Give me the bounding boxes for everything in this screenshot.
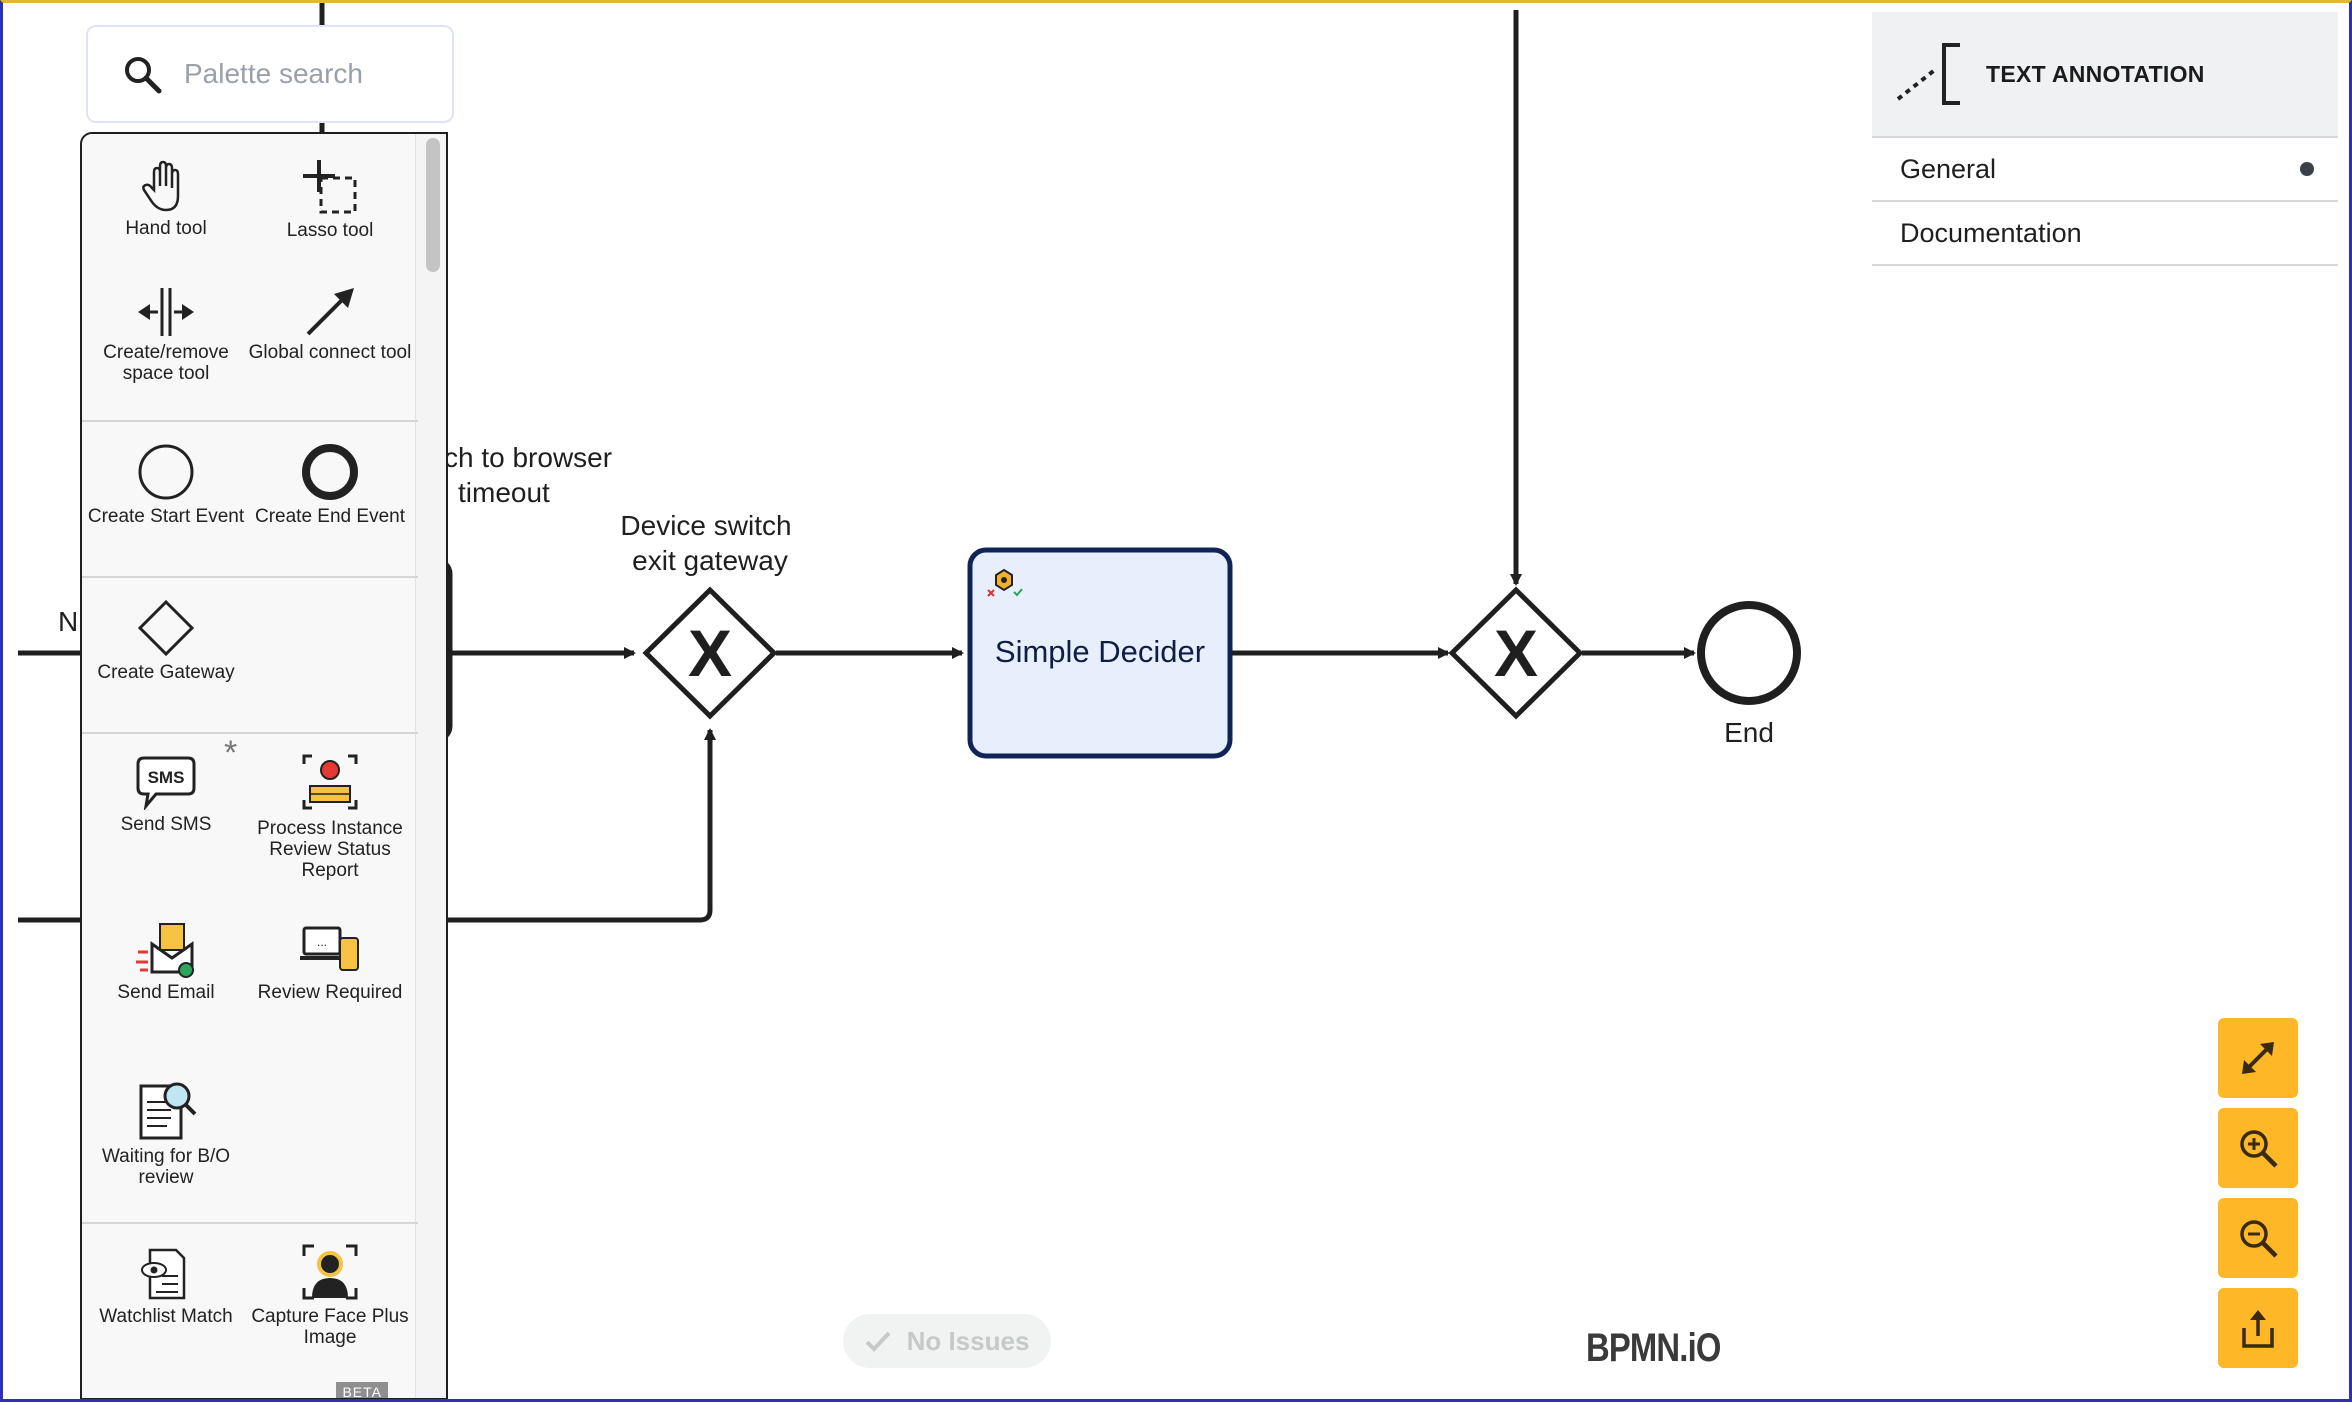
gateway-1-symbol: X xyxy=(687,616,733,690)
send-sms[interactable]: SMS Send SMS xyxy=(84,754,248,835)
palette-group-identity: Watchlist Match Capture Face Plus Image … xyxy=(82,1222,418,1398)
sequence-flow-loop xyxy=(448,728,716,923)
properties-header: TEXT ANNOTATION xyxy=(1872,12,2338,138)
status-report[interactable]: Process Instance Review Status Report xyxy=(248,750,412,881)
zoom-out-button[interactable] xyxy=(2218,1198,2298,1278)
lasso-tool-label: Lasso tool xyxy=(286,220,374,241)
create-gateway[interactable]: Create Gateway xyxy=(84,598,248,683)
gateway-1-label-line2: exit gateway xyxy=(632,545,788,576)
end-event[interactable] xyxy=(1697,601,1801,705)
hand-icon xyxy=(142,160,180,212)
flow-label-line1: ch to browser xyxy=(444,442,613,473)
review-required[interactable]: ... Review Required xyxy=(248,922,412,1003)
exclusive-gateway-1[interactable] xyxy=(642,586,778,720)
palette-scrollbar[interactable] xyxy=(415,134,446,1398)
start-event-icon xyxy=(138,444,194,500)
palette-group-gateways: Create Gateway xyxy=(82,576,418,734)
global-connect-tool[interactable]: Global connect tool xyxy=(248,286,412,363)
space-tool[interactable]: Create/remove space tool xyxy=(84,286,248,384)
search-icon xyxy=(125,57,162,94)
lasso-icon xyxy=(303,160,357,214)
fit-viewport-button[interactable] xyxy=(2218,1018,2298,1098)
palette-scroll-thumb[interactable] xyxy=(426,138,440,272)
end-event-icon xyxy=(302,444,358,500)
group-documentation[interactable]: Documentation xyxy=(1872,202,2338,266)
space-tool-icon xyxy=(138,288,194,336)
zoom-in-button[interactable] xyxy=(2218,1108,2298,1188)
create-end-event[interactable]: Create End Event xyxy=(248,442,412,527)
palette-group-tools: Hand tool Lasso tool Create/remove space… xyxy=(82,134,418,422)
beta-badge: BETA xyxy=(336,1382,388,1398)
send-email[interactable]: Send Email xyxy=(84,922,248,1003)
palette-search-input[interactable] xyxy=(182,57,426,91)
face-capture-icon xyxy=(302,1244,358,1300)
watchlist-match[interactable]: Watchlist Match xyxy=(84,1246,248,1327)
review-required-icon: ... xyxy=(300,926,359,971)
document-search-icon xyxy=(139,1082,197,1140)
palette-group-custom: * SMS Send SMS Process Instance Review S… xyxy=(82,732,418,1224)
group-documentation-label: Documentation xyxy=(1900,217,2082,248)
properties-title: TEXT ANNOTATION xyxy=(1986,60,2205,87)
gateway-1-label-line1: Device switch xyxy=(620,510,792,541)
status-report-icon xyxy=(302,754,358,810)
send-email-label: Send Email xyxy=(117,982,215,1003)
global-connect-tool-label: Global connect tool xyxy=(248,342,412,363)
linting-status-button[interactable]: No Issues xyxy=(843,1314,1051,1368)
decision-icon xyxy=(987,568,1023,597)
palette-search[interactable] xyxy=(86,25,454,123)
status-report-label: Process Instance Review Status Report xyxy=(257,818,403,881)
flow-label-line2: timeout xyxy=(458,477,550,508)
simple-decider-task[interactable] xyxy=(967,547,1233,759)
bpmn-io-logo[interactable]: BPMN.iO xyxy=(1586,1326,1721,1370)
create-start-event-label: Create Start Event xyxy=(87,506,245,527)
gateway-icon xyxy=(137,599,195,657)
group-general[interactable]: General xyxy=(1872,138,2338,202)
data-indicator-dot xyxy=(2300,162,2314,176)
connect-arrow-icon xyxy=(306,288,354,336)
zoom-out-icon xyxy=(2240,1220,2278,1258)
svg-text:...: ... xyxy=(317,935,327,949)
asterisk-marker: * xyxy=(224,734,238,772)
exclusive-gateway-2[interactable] xyxy=(1448,586,1584,720)
review-required-label: Review Required xyxy=(257,982,403,1003)
linting-status-label: No Issues xyxy=(906,1325,1030,1356)
create-end-event-label: Create End Event xyxy=(255,506,405,527)
email-icon xyxy=(136,923,194,978)
text-annotation-icon xyxy=(1896,43,1960,105)
send-sms-label: Send SMS xyxy=(120,814,212,835)
export-icon xyxy=(2242,1310,2274,1348)
create-gateway-label: Create Gateway xyxy=(97,662,235,683)
sms-icon: SMS xyxy=(136,756,196,810)
create-start-event[interactable]: Create Start Event xyxy=(84,442,248,527)
group-general-label: General xyxy=(1900,153,1997,184)
hand-tool[interactable]: Hand tool xyxy=(84,160,248,239)
space-tool-label: Create/remove space tool xyxy=(103,342,229,384)
lasso-tool[interactable]: Lasso tool xyxy=(248,158,412,241)
check-icon xyxy=(865,1331,891,1352)
waiting-bo-review-label: Waiting for B/O review xyxy=(101,1146,231,1188)
capture-face-label: Capture Face Plus Image xyxy=(251,1306,409,1348)
gateway-2-symbol: X xyxy=(1493,616,1539,690)
watchlist-match-label: Watchlist Match xyxy=(99,1306,233,1327)
waiting-bo-review[interactable]: Waiting for B/O review xyxy=(84,1078,248,1188)
export-button[interactable] xyxy=(2218,1288,2298,1368)
watchlist-icon xyxy=(141,1248,186,1300)
palette-group-events: Create Start Event Create End Event xyxy=(82,420,418,578)
zoom-in-icon xyxy=(2240,1130,2278,1168)
fit-viewport-icon xyxy=(2242,1042,2274,1074)
partial-label: N xyxy=(58,606,79,637)
task-label: Simple Decider xyxy=(994,634,1206,669)
palette: Hand tool Lasso tool Create/remove space… xyxy=(80,132,448,1400)
svg-text:SMS: SMS xyxy=(148,768,185,787)
capture-face[interactable]: Capture Face Plus Image xyxy=(248,1242,412,1348)
hand-tool-label: Hand tool xyxy=(125,218,207,239)
properties-panel: TEXT ANNOTATION General Documentation xyxy=(1872,12,2338,270)
end-event-label: End xyxy=(1724,717,1774,748)
